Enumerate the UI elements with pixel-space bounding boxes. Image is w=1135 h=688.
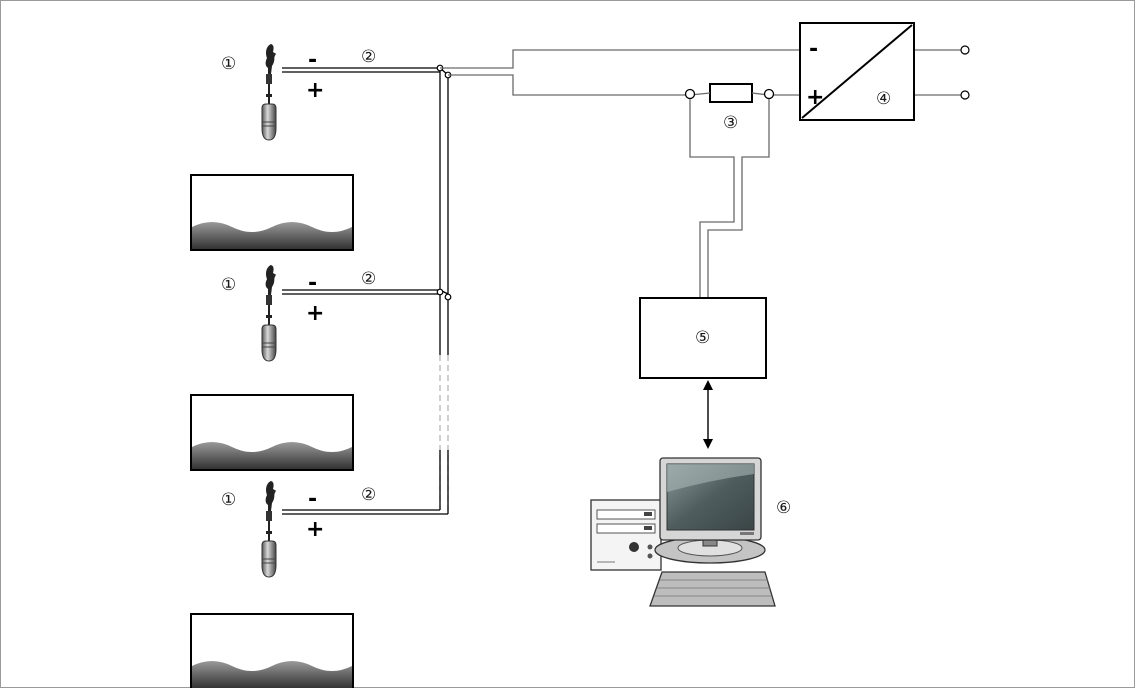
power-supply-callout: ④ xyxy=(876,89,891,109)
sensor-3-icon xyxy=(261,480,277,578)
resistor-terminals xyxy=(684,88,775,100)
data-link-arrow xyxy=(703,380,713,449)
computer-callout: ⑥ xyxy=(776,498,791,518)
tank-3-icon xyxy=(190,613,354,688)
interface-box xyxy=(639,297,767,379)
power-supply-minus: - xyxy=(809,37,818,62)
sensor-3-callout: ① xyxy=(221,490,236,510)
interface-callout: ⑤ xyxy=(695,328,710,348)
sensor-3-plus: + xyxy=(306,517,324,542)
cable-1-callout: ② xyxy=(361,47,376,67)
sensor-1-plus: + xyxy=(306,78,324,103)
tank-2-icon xyxy=(190,394,354,471)
resistor-callout: ③ xyxy=(723,113,738,133)
resistor-icon xyxy=(709,83,753,103)
output-terminals xyxy=(960,45,970,100)
sensor-leads xyxy=(282,67,448,515)
cable-3-callout: ② xyxy=(361,485,376,505)
tank-1-icon xyxy=(190,174,354,251)
sensor-2-plus: + xyxy=(306,301,324,326)
sensor-1-callout: ① xyxy=(221,54,236,74)
sensor-2-callout: ① xyxy=(221,275,236,295)
sensor-1-icon xyxy=(261,43,277,141)
measurement-cable xyxy=(689,99,770,298)
sensor-1-minus: - xyxy=(308,48,317,73)
sensor-2-minus: - xyxy=(308,271,317,296)
junction-nodes xyxy=(436,64,452,301)
cable-2-callout: ② xyxy=(361,269,376,289)
power-supply-divider xyxy=(801,24,913,119)
power-lines xyxy=(440,49,962,96)
power-supply-plus: + xyxy=(806,85,824,110)
sensor-2-icon xyxy=(261,264,277,362)
sensor-3-minus: - xyxy=(308,487,317,512)
computer-icon xyxy=(590,457,776,607)
